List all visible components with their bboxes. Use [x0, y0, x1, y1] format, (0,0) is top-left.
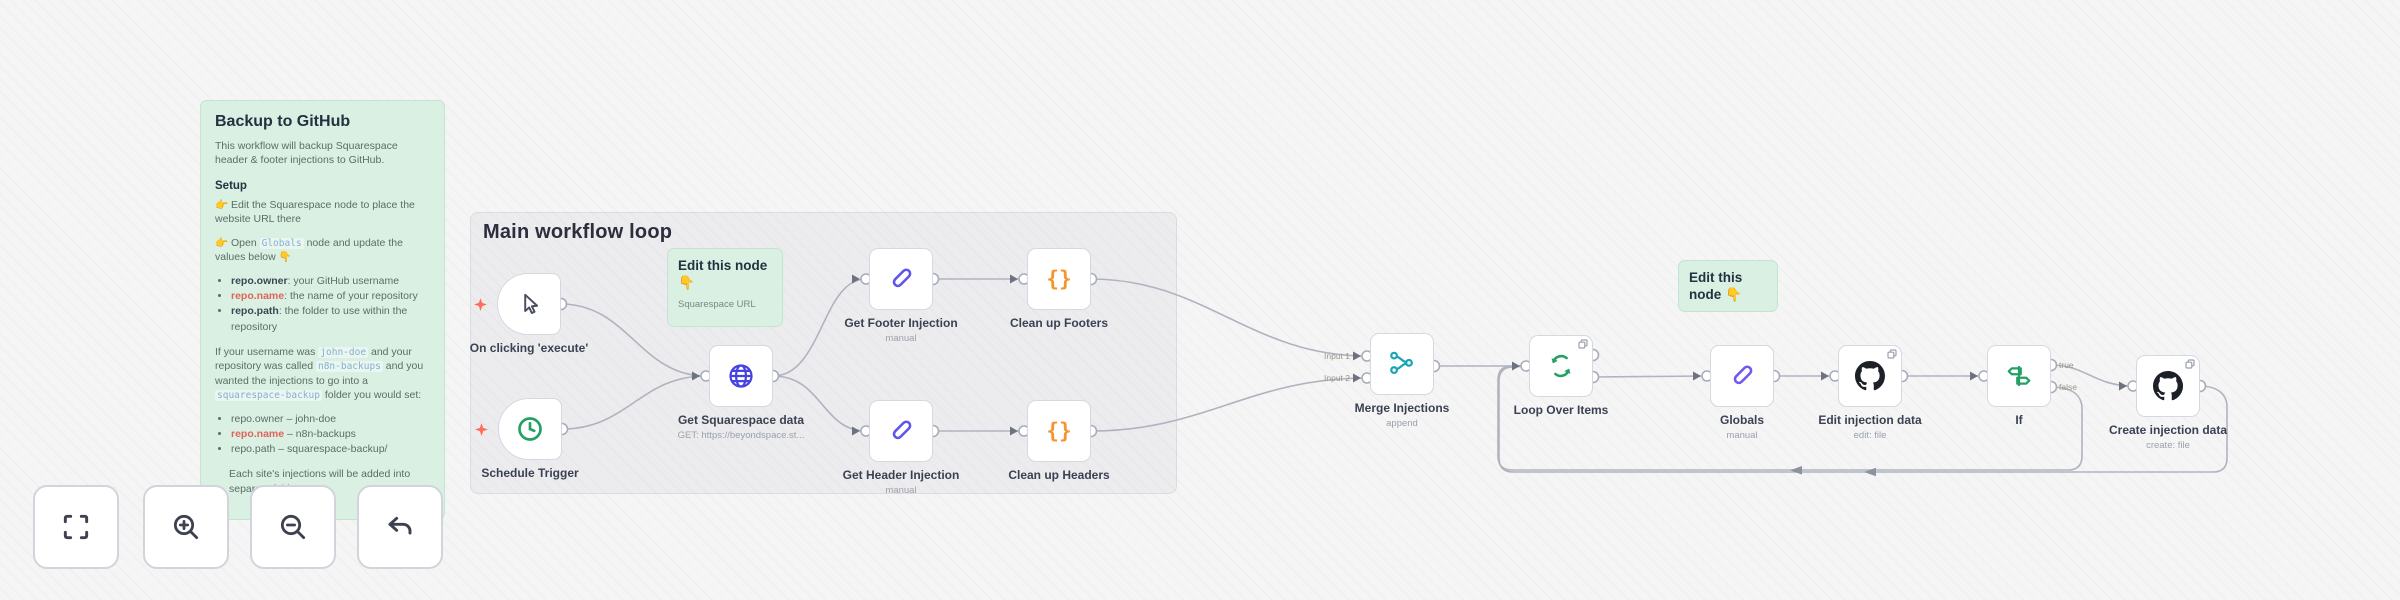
pencil-icon — [887, 265, 915, 293]
note-config-list: repo.owner: your GitHub username repo.na… — [215, 274, 430, 335]
note-step1: 👉 Edit the Squarespace node to place the… — [215, 198, 415, 226]
note-intro: This workflow will backup Squarespace he… — [215, 140, 398, 167]
node-get-header-injection[interactable]: Get Header Injection manual — [816, 400, 986, 496]
clock-icon — [516, 415, 544, 443]
sub-nodes-badge-icon — [2185, 359, 2195, 369]
node-create-injection-data[interactable]: Create injection data create: file — [2083, 355, 2253, 451]
node-sublabel: append — [1386, 417, 1418, 429]
node-label: Schedule Trigger — [481, 466, 579, 480]
node-sublabel: create: file — [2146, 439, 2190, 451]
zoom-to-fit-button[interactable] — [33, 485, 119, 569]
list-item: repo.path: the folder to use within the … — [231, 304, 430, 334]
note-step2: 👉 Open Globals node and update the value… — [215, 236, 430, 265]
globe-icon — [727, 362, 755, 390]
node-label: Get Squarespace data — [677, 413, 805, 427]
note-text: node and update the values below 👇 — [215, 236, 403, 264]
github-icon — [2153, 371, 2183, 401]
pencil-icon — [887, 417, 915, 445]
merge-icon — [1388, 350, 1416, 378]
trigger-pin-icon — [475, 423, 488, 436]
node-label: Loop Over Items — [1513, 403, 1609, 417]
merge-input1-label: Input 1 — [1324, 351, 1350, 361]
zoom-out-button[interactable] — [250, 485, 336, 569]
if-false-label: false — [2059, 382, 2077, 392]
pencil-icon — [1728, 362, 1756, 390]
code-braces-icon: {} — [1046, 267, 1072, 291]
code-braces-icon: {} — [1046, 419, 1072, 443]
merge-input2-label: Input 2 — [1324, 373, 1350, 383]
note-example-list: repo.owner – john-doe repo.name – n8n-ba… — [215, 412, 430, 458]
note-text: 👉 Open — [215, 236, 260, 249]
node-clean-up-headers[interactable]: {} Clean up Headers — [974, 400, 1144, 483]
node-sublabel: edit: file — [1853, 429, 1887, 441]
node-label: Get Header Injection — [842, 468, 960, 482]
node-label: Clean up Headers — [1008, 468, 1110, 482]
node-on-clicking-execute[interactable]: On clicking 'execute' — [444, 273, 614, 356]
wire-direction-arrows — [1790, 466, 1876, 477]
node-sublabel: manual — [1726, 429, 1758, 441]
port-labels: Input 1 Input 2 true false — [1324, 351, 2077, 392]
node-label: Merge Injections — [1354, 401, 1450, 415]
wires — [560, 278, 2228, 473]
undo-icon — [384, 511, 416, 543]
node-if[interactable]: If — [1934, 345, 2104, 428]
sticky-subtitle: Squarespace URL — [678, 298, 756, 310]
github-icon — [1855, 361, 1885, 391]
loop-icon — [1547, 352, 1575, 380]
list-item: repo.owner: your GitHub username — [231, 274, 430, 289]
node-label: Create injection data — [2108, 423, 2228, 437]
zoom-in-icon — [170, 511, 202, 543]
frame-title: Main workflow loop — [483, 221, 673, 243]
cursor-icon — [516, 291, 542, 317]
zoom-in-button[interactable] — [143, 485, 229, 569]
node-loop-over-items[interactable]: Loop Over Items — [1476, 335, 1646, 418]
zoom-out-icon — [277, 511, 309, 543]
list-item: repo.path – squarespace-backup/ — [231, 442, 430, 457]
trigger-pin-icon — [474, 298, 487, 311]
sub-nodes-badge-icon — [1887, 349, 1897, 359]
node-clean-up-footers[interactable]: {} Clean up Footers — [974, 248, 1144, 331]
node-label: Get Footer Injection — [844, 316, 958, 330]
node-merge-injections[interactable]: Merge Injections append — [1317, 333, 1487, 429]
node-sublabel: manual — [885, 332, 917, 344]
note-example-para: If your username was john-doe and your r… — [215, 345, 424, 402]
note-title: Backup to GitHub — [215, 113, 351, 130]
node-schedule-trigger[interactable]: Schedule Trigger — [445, 398, 615, 481]
node-edit-injection-data[interactable]: Edit injection data edit: file — [1785, 345, 1955, 441]
node-label: Clean up Footers — [1009, 316, 1108, 330]
note-setup-heading: Setup — [215, 179, 247, 192]
globals-code: Globals — [259, 237, 304, 249]
node-label: Edit injection data — [1818, 413, 1922, 427]
node-sublabel: GET: https://beyondspace.st... — [677, 429, 805, 441]
undo-button[interactable] — [357, 485, 443, 569]
if-signpost-icon — [2005, 362, 2033, 390]
sticky-edit-this-node-globals[interactable]: Edit this node 👇 — [1678, 260, 1778, 312]
node-label: On clicking 'execute' — [469, 341, 589, 355]
node-label: If — [2015, 413, 2023, 427]
zoom-to-fit-icon — [60, 511, 92, 543]
if-true-label: true — [2059, 360, 2074, 370]
sticky-edit-this-node-squarespace[interactable]: Edit this node 👇 Squarespace URL — [667, 248, 783, 327]
list-item: repo.owner – john-doe — [231, 412, 430, 427]
input-ports[interactable] — [692, 273, 2139, 437]
node-globals[interactable]: Globals manual — [1657, 345, 1827, 441]
sticky-note-backup-to-github[interactable]: Backup to GitHub This workflow will back… — [200, 100, 445, 520]
list-item: repo.name: the name of your repository — [231, 289, 430, 304]
node-get-footer-injection[interactable]: Get Footer Injection manual — [816, 248, 986, 344]
list-item: repo.name – n8n-backups — [231, 427, 430, 442]
sub-nodes-badge-icon — [1578, 339, 1588, 349]
node-label: Globals — [1719, 413, 1764, 427]
node-sublabel: manual — [885, 484, 917, 496]
sticky-title: Edit this node 👇 — [678, 258, 768, 290]
node-get-squarespace-data[interactable]: Get Squarespace data GET: https://beyond… — [656, 345, 826, 441]
sticky-title: Edit this node 👇 — [1689, 270, 1743, 302]
